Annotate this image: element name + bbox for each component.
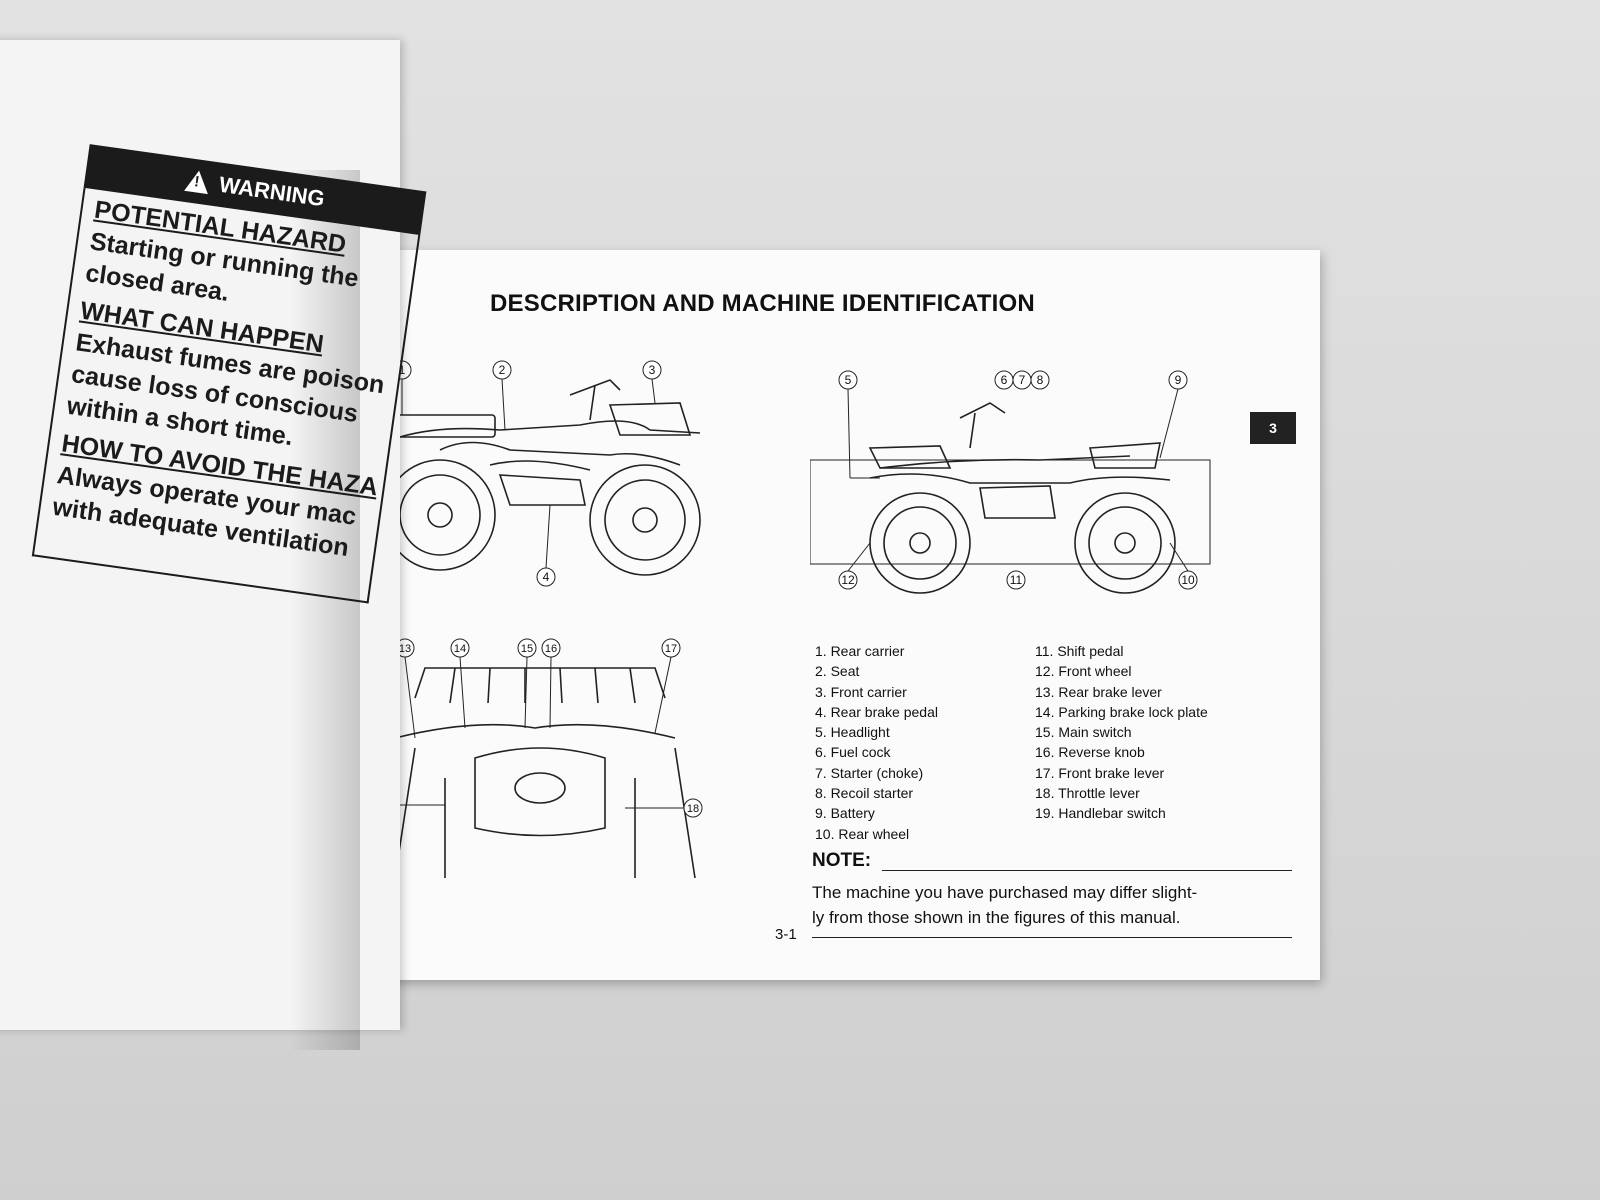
legend-item: 15. Main switch <box>1035 724 1132 741</box>
callout-9: 9 <box>1175 373 1182 387</box>
callout-6: 6 <box>1001 373 1008 387</box>
legend-item: 1. Rear carrier <box>815 643 905 659</box>
callout-8: 8 <box>1037 373 1044 387</box>
legend-item: 7. Starter (choke) <box>815 764 924 781</box>
callout-15: 15 <box>521 643 533 655</box>
note-text: The machine you have purchased may diffe… <box>812 880 1292 930</box>
warning-label: WARNING <box>217 171 327 212</box>
callout-12: 12 <box>841 573 855 587</box>
atv-top-view: 13 14 15 16 17 18 19 <box>363 638 703 879</box>
callout-11: 11 <box>1010 573 1023 587</box>
note-line-2: ly from those shown in the figures of th… <box>812 908 1181 927</box>
legend-item: 4. Rear brake pedal <box>815 703 938 720</box>
warning-box: ! WARNING POTENTIAL HAZARD Starting or r… <box>0 140 515 630</box>
callout-5: 5 <box>845 373 852 387</box>
parts-legend-left: 1. Rear carrier 2. Seat 3. Front carrier… <box>815 641 938 844</box>
legend-item: 3. Front carrier <box>815 683 907 700</box>
parts-legend-right: 11. Shift pedal 12. Front wheel 13. Rear… <box>1035 641 1208 824</box>
note-bottom-rule <box>812 937 1292 938</box>
legend-item: 2. Seat <box>815 663 860 680</box>
callout-2: 2 <box>499 363 506 377</box>
section-tab: 3 <box>1250 412 1296 444</box>
note-line-1: The machine you have purchased may diffe… <box>812 883 1198 902</box>
legend-item: 9. Battery <box>815 805 875 822</box>
legend-item: 8. Recoil starter <box>815 785 914 802</box>
legend-item: 19. Handlebar switch <box>1035 805 1166 822</box>
legend-item: 18. Throttle lever <box>1035 785 1140 802</box>
callout-16: 16 <box>545 643 557 655</box>
warning-triangle-icon: ! <box>183 168 211 195</box>
legend-item: 6. Fuel cock <box>815 744 891 761</box>
callout-13: 13 <box>399 643 411 655</box>
legend-item: 10. Rear wheel <box>815 825 910 842</box>
page-curl-shadow <box>290 170 360 1050</box>
legend-item: 17. Front brake lever <box>1035 764 1165 781</box>
warning-body: POTENTIAL HAZARD Starting or running the… <box>31 187 421 604</box>
callout-10: 10 <box>1181 573 1195 587</box>
legend-item: 13. Rear brake lever <box>1035 683 1162 700</box>
legend-item: 5. Headlight <box>815 724 890 741</box>
legend-item: 16. Reverse knob <box>1035 744 1145 761</box>
legend-item: 14. Parking brake lock plate <box>1035 703 1208 720</box>
manual-page-right: DESCRIPTION AND MACHINE IDENTIFICATION 3 <box>350 250 1320 980</box>
callout-7: 7 <box>1019 373 1026 387</box>
note-heading: NOTE: <box>812 850 872 871</box>
callout-18: 18 <box>687 803 699 815</box>
callout-17: 17 <box>665 643 677 655</box>
page-title: DESCRIPTION AND MACHINE IDENTIFICATION <box>490 290 1035 317</box>
callout-3: 3 <box>649 363 656 377</box>
callout-14: 14 <box>454 643 466 655</box>
note-rule <box>882 870 1292 871</box>
legend-item: 11. Shift pedal <box>1035 643 1124 659</box>
callout-4: 4 <box>543 570 550 584</box>
atv-right-side-view: 5 6 7 8 9 10 11 12 <box>810 370 1211 594</box>
page-number: 3-1 <box>775 926 797 943</box>
callout-1: 1 <box>399 363 406 377</box>
legend-item: 12. Front wheel <box>1035 663 1132 680</box>
